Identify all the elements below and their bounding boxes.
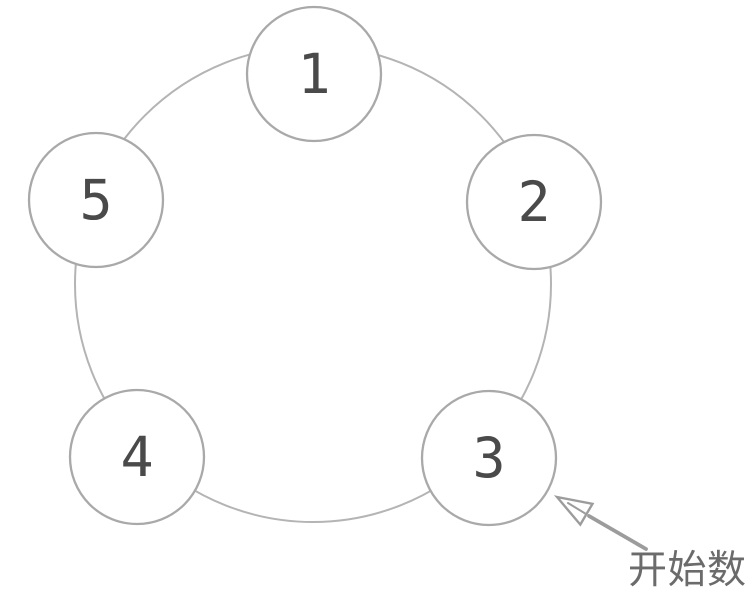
node-2-circle xyxy=(465,133,603,271)
node-5-label: 5 xyxy=(79,168,112,232)
node-3-label: 3 xyxy=(472,426,505,490)
arrow-crease xyxy=(567,502,587,515)
node-2: 2 xyxy=(465,133,603,271)
node-4-circle xyxy=(68,388,206,526)
node-3: 3 xyxy=(420,389,558,527)
node-5: 5 xyxy=(27,131,165,269)
node-5-circle xyxy=(27,131,165,269)
node-3-circle xyxy=(420,389,558,527)
node-4-label: 4 xyxy=(120,425,153,489)
arrow-shaft xyxy=(587,514,648,551)
node-4: 4 xyxy=(68,388,206,526)
start-counting-label: 开始数 xyxy=(628,548,747,593)
start-arrow xyxy=(553,495,648,551)
node-1-circle xyxy=(245,5,383,143)
arrow-head-icon xyxy=(553,495,595,527)
node-2-label: 2 xyxy=(517,170,550,234)
node-1-label: 1 xyxy=(297,42,330,106)
node-1: 1 xyxy=(245,5,383,143)
